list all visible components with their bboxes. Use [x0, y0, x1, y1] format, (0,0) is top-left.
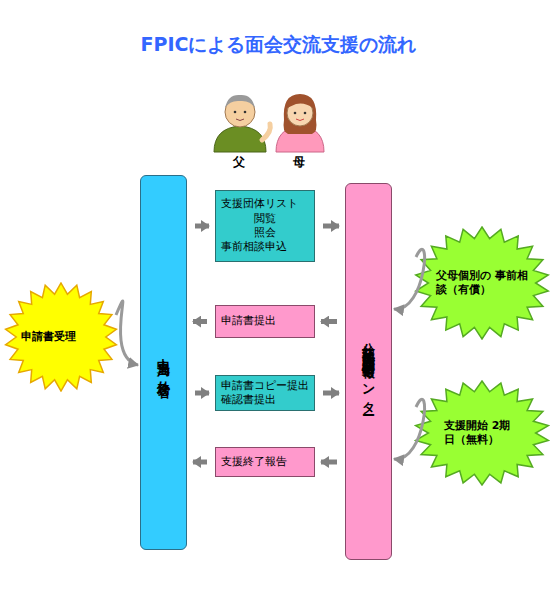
flow-arrow	[116, 301, 138, 365]
box-text: 支援団体リスト	[221, 197, 309, 211]
vertical-label: 公益社団法人家庭問題情報センター	[360, 333, 377, 410]
box-text: 申請書コピー提出	[221, 379, 309, 393]
callout-text: 申請書受理	[21, 330, 101, 344]
flow-arrow	[193, 319, 207, 324]
starburst-outline	[6, 283, 117, 391]
starburst-outline	[416, 227, 549, 339]
flow-arrow	[195, 391, 209, 396]
process-box: 支援終了報告	[215, 447, 315, 477]
box-text: 申請書提出	[221, 314, 309, 328]
vertical-label: 中央当局 外務省	[155, 348, 172, 377]
flow-arrow	[195, 224, 209, 229]
person-label: 母	[293, 154, 305, 171]
callout-text-wrap: 申請書受理	[4, 282, 118, 392]
starburst-callout: 父母個別の 事前相談（有償）	[414, 226, 550, 340]
flow-arrow	[323, 224, 339, 229]
starburst-callout: 申請書受理	[4, 282, 118, 392]
flow-arrow	[394, 399, 425, 459]
flow-arrow	[394, 249, 425, 309]
person-label: 父	[233, 154, 245, 171]
mother-figure	[276, 94, 324, 152]
box-text: 支援終了報告	[221, 455, 309, 469]
box-text: 確認書提出	[221, 393, 309, 407]
callout-text: 支援開始 2期日（無料）	[444, 419, 520, 448]
box-text: 閲覧	[221, 212, 309, 226]
flow-arrow	[321, 319, 337, 324]
flow-arrow	[321, 460, 337, 465]
process-box: 支援団体リスト閲覧照会事前相談申込	[215, 190, 315, 262]
process-box: 申請書コピー提出確認書提出	[215, 375, 315, 411]
callout-text: 父母個別の 事前相談（有償）	[436, 269, 528, 298]
authority-bar: 中央当局 外務省	[140, 175, 187, 550]
box-text: 事前相談申込	[221, 240, 309, 254]
callout-text-wrap: 父母個別の 事前相談（有償）	[414, 226, 550, 340]
callout-text-wrap: 支援開始 2期日（無料）	[414, 380, 550, 486]
flow-arrow	[193, 460, 207, 465]
flow-arrow	[323, 391, 339, 396]
starburst-callout: 支援開始 2期日（無料）	[414, 380, 550, 486]
box-text: 照会	[221, 226, 309, 240]
diagram-title: FPICによる面会交流支援の流れ	[0, 32, 557, 58]
starburst-outline	[416, 381, 549, 485]
father-figure	[214, 95, 270, 152]
center-bar: 公益社団法人家庭問題情報センター	[345, 183, 392, 560]
process-box: 申請書提出	[215, 305, 315, 338]
